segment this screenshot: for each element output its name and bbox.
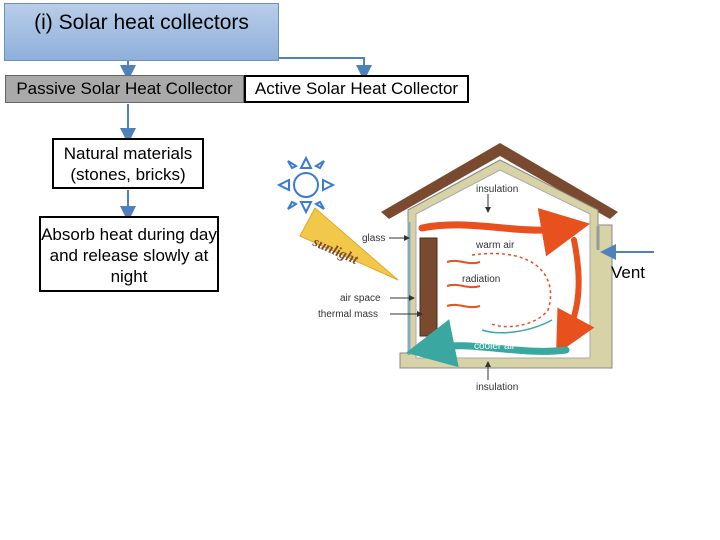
vent-label: Vent <box>611 263 646 282</box>
active-collector-text: Active Solar Heat Collector <box>254 79 459 98</box>
absorb-heat-text: Absorb heat during day and release slowl… <box>41 225 217 286</box>
passive-collector-text: Passive Solar Heat Collector <box>16 79 233 98</box>
radiation-line-2 <box>446 283 481 289</box>
title-box: (i) Solar heat collectors <box>4 3 279 61</box>
natural-materials-box: Natural materials (stones, bricks) <box>52 138 204 189</box>
sunlight-beam <box>299 207 399 281</box>
circulation-arrow <box>471 252 552 328</box>
cool-air-flow <box>405 319 570 368</box>
active-collector-box: Active Solar Heat Collector <box>244 75 469 103</box>
passive-collector-box: Passive Solar Heat Collector <box>5 75 244 103</box>
thermal-mass-wall <box>419 237 438 337</box>
glass-label: glass <box>362 233 385 244</box>
warm-air-flow-right <box>556 237 595 355</box>
insulation-top-label: insulation <box>476 184 518 195</box>
thermal-mass-label: thermal mass <box>318 309 378 320</box>
radiation-line-3 <box>446 303 481 309</box>
sun-icon <box>276 155 336 215</box>
warm-air-flow-top <box>418 208 591 257</box>
natural-materials-text: Natural materials (stones, bricks) <box>63 144 193 184</box>
cooler-air-label: cooler air <box>474 341 516 352</box>
cool-air-flow-rise <box>481 319 553 334</box>
title-text: (i) Solar heat collectors <box>34 11 249 34</box>
warm-air-label: warm air <box>475 240 515 251</box>
air-space-label: air space <box>340 293 381 304</box>
radiation-line-1 <box>446 259 481 265</box>
radiation-label: radiation <box>462 274 500 285</box>
absorb-heat-box: Absorb heat during day and release slowl… <box>39 216 219 292</box>
insulation-bottom-label: insulation <box>476 382 518 393</box>
